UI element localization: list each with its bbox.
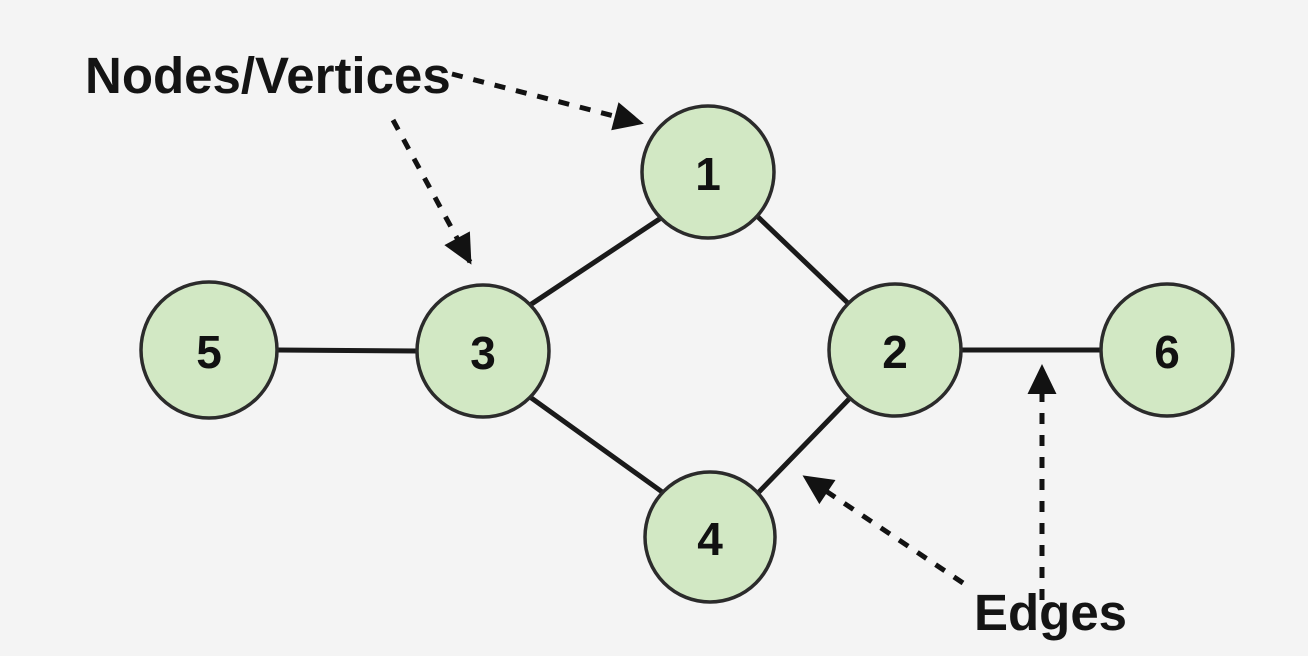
node-5-circle[interactable] [139,280,279,420]
annotation-label-nodes-vertices: Nodes/Vertices [85,47,451,104]
annotation-label-group: Nodes/Vertices Edges [85,47,1127,641]
edge-1-2 [754,213,854,309]
node-group: 1 2 3 4 5 6 [139,104,1235,604]
edge-group [274,213,1104,497]
node-5-label: 5 [196,326,222,378]
pointer-edges-to-edge-4-2-arrow [802,474,965,586]
node-3[interactable]: 3 [415,283,551,419]
annotation-label-edges: Edges [974,584,1127,641]
node-6-circle[interactable] [1099,282,1235,418]
node-2-circle[interactable] [827,282,963,418]
node-5[interactable]: 5 [139,280,279,420]
edge-5-3 [274,347,420,354]
edge-3-4 [527,394,668,497]
node-4[interactable]: 4 [643,470,777,604]
node-2[interactable]: 2 [827,282,963,418]
node-1-circle[interactable] [640,104,776,240]
pointer-nodes-to-node-1-arrow [451,71,644,131]
edge-3-1 [527,215,664,308]
edge-4-2 [754,393,855,497]
node-4-label: 4 [697,513,723,565]
node-1-label: 1 [695,148,721,200]
node-3-label: 3 [470,327,496,379]
node-4-circle[interactable] [643,470,777,604]
node-6[interactable]: 6 [1099,282,1235,418]
node-3-circle[interactable] [415,283,551,419]
pointer-nodes-to-node-3-arrow [390,118,473,265]
node-1[interactable]: 1 [640,104,776,240]
node-6-label: 6 [1154,326,1180,378]
node-2-label: 2 [882,326,908,378]
annotation-pointer-group [390,71,1057,600]
